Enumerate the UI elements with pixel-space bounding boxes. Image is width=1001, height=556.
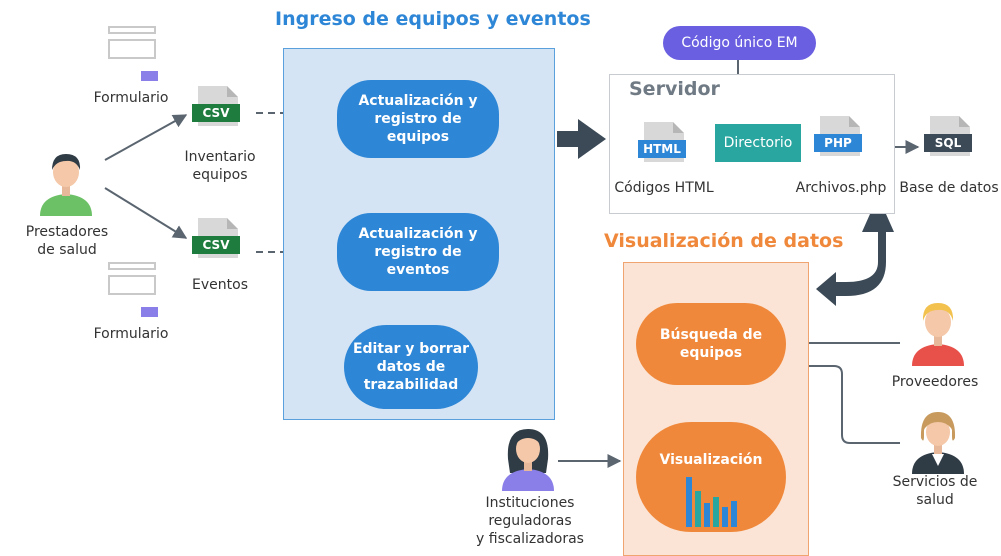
- servicios-salud-label: Servicios de salud: [892, 474, 978, 508]
- base-de-datos-label: Base de datos: [899, 180, 999, 196]
- visualizacion-box: Visualización: [636, 422, 786, 532]
- arrow-person-to-inventario: [104, 114, 188, 161]
- bar-chart-icon: [686, 477, 737, 527]
- arrow-person-to-eventos: [104, 187, 188, 239]
- servidor-title: Servidor: [629, 78, 720, 100]
- php-file-icon: PHP: [814, 116, 864, 158]
- html-file-icon: HTML: [638, 122, 688, 164]
- csv-eventos-file-icon: CSV: [192, 218, 242, 260]
- instituciones-person-icon: [502, 429, 554, 491]
- arrow-servicios-to-busqueda: [793, 359, 900, 444]
- prestadores-person-icon: [40, 154, 92, 216]
- servicios-salud-person-icon: [912, 412, 964, 474]
- directorio-box: Directorio: [715, 124, 801, 162]
- big-arrow-to-server: [557, 119, 606, 159]
- proveedores-person-icon: [912, 303, 964, 366]
- codigo-unico-em-box: Código único EM: [663, 26, 816, 60]
- formulario-bottom-label: Formulario: [93, 326, 169, 342]
- proveedores-label: Proveedores: [891, 374, 979, 390]
- eventos-label: Eventos: [192, 277, 248, 293]
- visualizacion-title: Visualización de datos: [604, 230, 844, 252]
- codigos-html-label: Códigos HTML: [614, 180, 714, 196]
- formulario-top-label: Formulario: [93, 90, 169, 106]
- instituciones-label: Instituciones reguladoras y fiscalizador…: [476, 495, 584, 547]
- csv-inventario-file-icon: CSV: [192, 86, 242, 128]
- prestadores-label: Prestadores de salud: [25, 224, 109, 258]
- inventario-equipos-label: Inventario equipos: [184, 149, 256, 183]
- archivos-php-label: Archivos.php: [795, 180, 887, 196]
- ingreso-title: Ingreso de equipos y eventos: [275, 8, 591, 30]
- form-icon-top: [108, 26, 160, 82]
- sql-file-icon: SQL: [924, 116, 974, 158]
- form-icon-bottom: [108, 262, 160, 318]
- curved-big-arrow-servidor-visualizacion: [816, 202, 894, 306]
